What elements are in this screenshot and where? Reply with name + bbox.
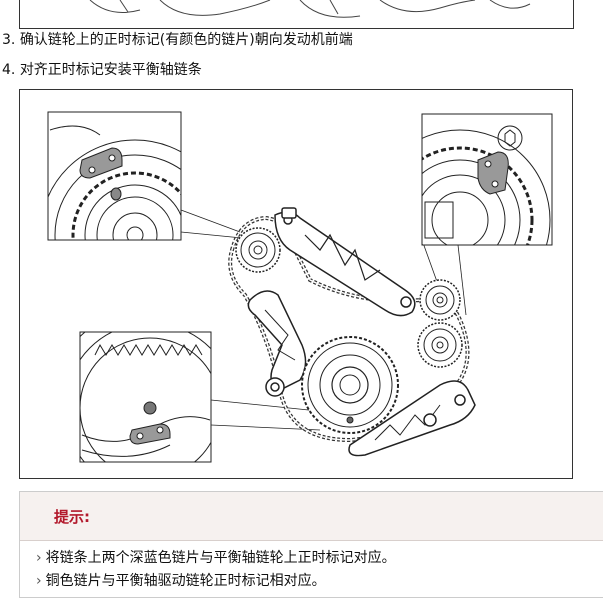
- step-3: 3. 确认链轮上的正时标记(有颜色的链片)朝向发动机前端: [2, 31, 353, 49]
- balance-shaft-sprocket-left: [235, 227, 281, 273]
- leader-lines: [180, 209, 467, 431]
- inset-upper-right: [422, 114, 552, 245]
- timing-mark-upper-left: [110, 187, 122, 201]
- chevron-right-icon: ›: [36, 573, 42, 589]
- step-3-number: 3.: [2, 32, 16, 48]
- tip-item-1: ›将链条上两个深蓝色链片与平衡轴链轮上正时标记对应。: [36, 549, 396, 567]
- step-3-text: 确认链轮上的正时标记(有颜色的链片)朝向发动机前端: [19, 32, 353, 48]
- tip-header: 提示:: [20, 492, 603, 541]
- tip-title: 提示:: [54, 508, 90, 526]
- tip-item-2: ›铜色链片与平衡轴驱动链轮正时标记相对应。: [36, 572, 326, 590]
- timing-mark-dot: [346, 416, 354, 424]
- idler-sprocket: [417, 322, 463, 368]
- chevron-right-icon: ›: [36, 550, 42, 566]
- top-diagram-svg: [89, 0, 531, 18]
- balance-shaft-sprocket-right: [419, 279, 461, 321]
- step-4: 4. 对齐正时标记安装平衡轴链条: [2, 61, 202, 79]
- inset-lower-left: [80, 332, 211, 462]
- lower-chain-guide: [348, 380, 476, 457]
- chain-tensioner-arm: [247, 290, 307, 397]
- step-4-text: 对齐正时标记安装平衡轴链条: [19, 62, 202, 78]
- tip-box: 提示: ›将链条上两个深蓝色链片与平衡轴链轮上正时标记对应。 ›铜色链片与平衡轴…: [19, 491, 603, 598]
- step-4-number: 4.: [2, 62, 16, 78]
- dark-blue-link-right: [477, 151, 509, 195]
- chain-diagram-svg: [47, 111, 553, 463]
- upper-chain-guide: [274, 207, 416, 317]
- top-figure-remnant: [19, 0, 574, 29]
- crankshaft-drive-sprocket: [301, 336, 399, 434]
- balance-shaft-chain-figure: [19, 89, 573, 479]
- tip-item-2-text: 铜色链片与平衡轴驱动链轮正时标记相对应。: [45, 573, 326, 589]
- tip-item-1-text: 将链条上两个深蓝色链片与平衡轴链轮上正时标记对应。: [45, 550, 396, 566]
- inset-upper-left: [48, 112, 181, 240]
- timing-mark-crank: [143, 401, 157, 415]
